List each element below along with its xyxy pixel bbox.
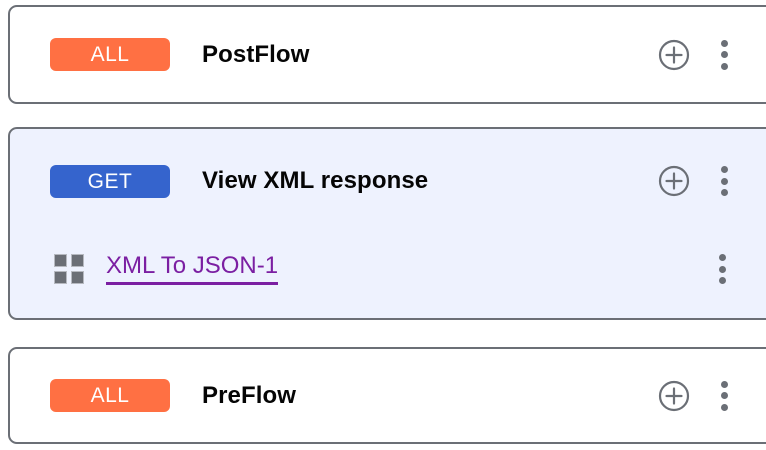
flow-card-postflow[interactable]: ALL PostFlow [8,5,766,104]
kebab-dot [718,277,726,284]
kebab-menu-icon[interactable] [712,39,736,71]
flow-row-actions [658,165,736,197]
method-badge-all: ALL [50,38,170,71]
flow-step-row[interactable]: XML To JSON-1 [10,233,766,305]
kebab-dot [720,403,728,411]
flow-header-row[interactable]: ALL PostFlow [10,7,766,102]
kebab-menu-icon[interactable] [712,165,736,197]
grid-cell [71,271,84,284]
grid-cell [71,254,84,267]
plus-circle-icon[interactable] [658,39,690,71]
kebab-dot [718,254,726,261]
kebab-dot [720,39,728,47]
flow-header-row[interactable]: GET View XML response [10,129,766,233]
kebab-menu-icon[interactable] [712,380,736,412]
kebab-dot [720,177,728,185]
kebab-dot [720,166,728,173]
kebab-dot [720,51,728,58]
grid-cell [54,271,67,284]
flow-title: PreFlow [202,381,297,409]
flow-step-actions [710,253,734,285]
flow-card-preflow[interactable]: ALL PreFlow [8,347,766,444]
flow-header-row[interactable]: ALL PreFlow [10,349,766,442]
grid-cell [54,254,67,267]
grid-policy-icon [54,254,84,284]
plus-circle-icon[interactable] [658,380,690,412]
policy-link-xml-to-json[interactable]: XML To JSON-1 [106,253,279,285]
flow-title: View XML response [202,167,429,194]
kebab-dot [718,265,726,273]
flow-title: PostFlow [202,40,310,68]
kebab-dot [720,189,728,196]
kebab-menu-icon[interactable] [710,253,734,285]
flow-row-actions [658,39,736,71]
kebab-dot [720,392,728,399]
flow-row-actions [658,380,736,412]
kebab-dot [720,62,728,70]
plus-circle-icon[interactable] [658,165,690,197]
kebab-dot [720,380,728,388]
method-badge-all: ALL [50,379,170,412]
flow-card-view-xml-response[interactable]: GET View XML response [8,127,766,320]
method-badge-get: GET [50,164,170,198]
